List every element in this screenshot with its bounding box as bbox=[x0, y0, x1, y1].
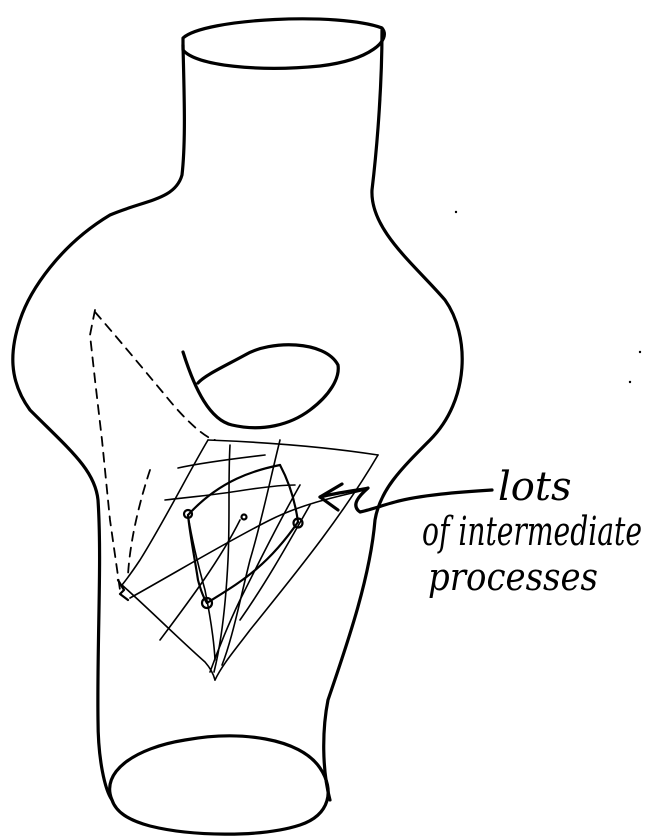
grid-line-9 bbox=[240, 505, 310, 620]
cavity-curve bbox=[183, 345, 338, 428]
stray-dot-1 bbox=[455, 211, 457, 213]
grid-line-3 bbox=[178, 455, 265, 468]
grid-line-4 bbox=[214, 445, 230, 672]
dashed-region-top bbox=[95, 312, 215, 440]
annotation-line-2: of intermediate bbox=[422, 509, 642, 555]
body-outline-left bbox=[13, 45, 185, 800]
plane-left-edge bbox=[122, 585, 215, 680]
grid-line-1 bbox=[130, 490, 365, 598]
grid-line-6 bbox=[188, 515, 215, 660]
grid-line-2 bbox=[165, 485, 295, 500]
bottom-opening-ellipse bbox=[110, 736, 329, 834]
process-path-1 bbox=[188, 465, 280, 515]
process-path-4 bbox=[207, 522, 298, 603]
plane-right-edge bbox=[215, 455, 378, 680]
node-point-d bbox=[242, 515, 247, 520]
dashed-region-inner bbox=[128, 470, 150, 575]
annotation-line-3: processes bbox=[428, 555, 598, 599]
top-opening-ellipse bbox=[183, 19, 384, 68]
plane-top-edge bbox=[208, 440, 378, 455]
stray-dot-3 bbox=[629, 381, 631, 383]
dashed-region-left bbox=[90, 310, 120, 590]
body-outline-right bbox=[324, 30, 462, 800]
annotation-line-1: lots bbox=[498, 464, 571, 510]
stray-dot-2 bbox=[639, 351, 641, 353]
